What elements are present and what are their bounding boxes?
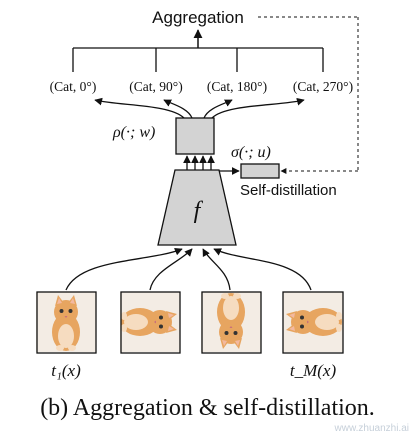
- self-distillation-label: Self-distillation: [240, 182, 337, 199]
- tM-label: t_M(x): [290, 361, 337, 380]
- output-label-2: (Cat, 180°): [207, 79, 267, 94]
- backbone-f-trapezoid: [157, 169, 237, 246]
- f-label: f: [194, 198, 204, 224]
- image-f-arrow: [65, 248, 183, 291]
- rho-output-arrow: [211, 97, 305, 119]
- diagram-svg: Aggregation (Cat, 0°) (Cat, 90°) (Cat, 1…: [36, 8, 359, 380]
- output-label-1: (Cat, 90°): [129, 79, 182, 94]
- image-f-arrow: [213, 248, 312, 291]
- cat-image-rot-0: [36, 291, 97, 354]
- cat-image-rot-90: [120, 291, 181, 354]
- figure-caption: (b) Aggregation & self-distillation.: [40, 395, 375, 421]
- rho-output-arrow: [163, 99, 193, 119]
- output-label-0: (Cat, 0°): [50, 79, 97, 94]
- rho-output-arrow: [94, 97, 185, 119]
- sigma-head-box: [240, 163, 280, 179]
- aggregation-label: Aggregation: [152, 8, 244, 27]
- image-f-arrow: [202, 248, 231, 291]
- rho-label: ρ(·; w): [112, 124, 155, 141]
- cat-image-rot-180: [201, 291, 262, 354]
- watermark: www.zhuanzhi.ai: [334, 423, 409, 434]
- rho-head-box: [175, 117, 215, 155]
- cat-image-rot-270: [282, 291, 344, 354]
- output-label-3: (Cat, 270°): [293, 79, 353, 94]
- t1-label: t₁(x): [51, 361, 81, 380]
- image-f-arrow: [149, 248, 193, 291]
- rho-output-arrow: [203, 99, 233, 119]
- sigma-label: σ(·; u): [231, 144, 271, 161]
